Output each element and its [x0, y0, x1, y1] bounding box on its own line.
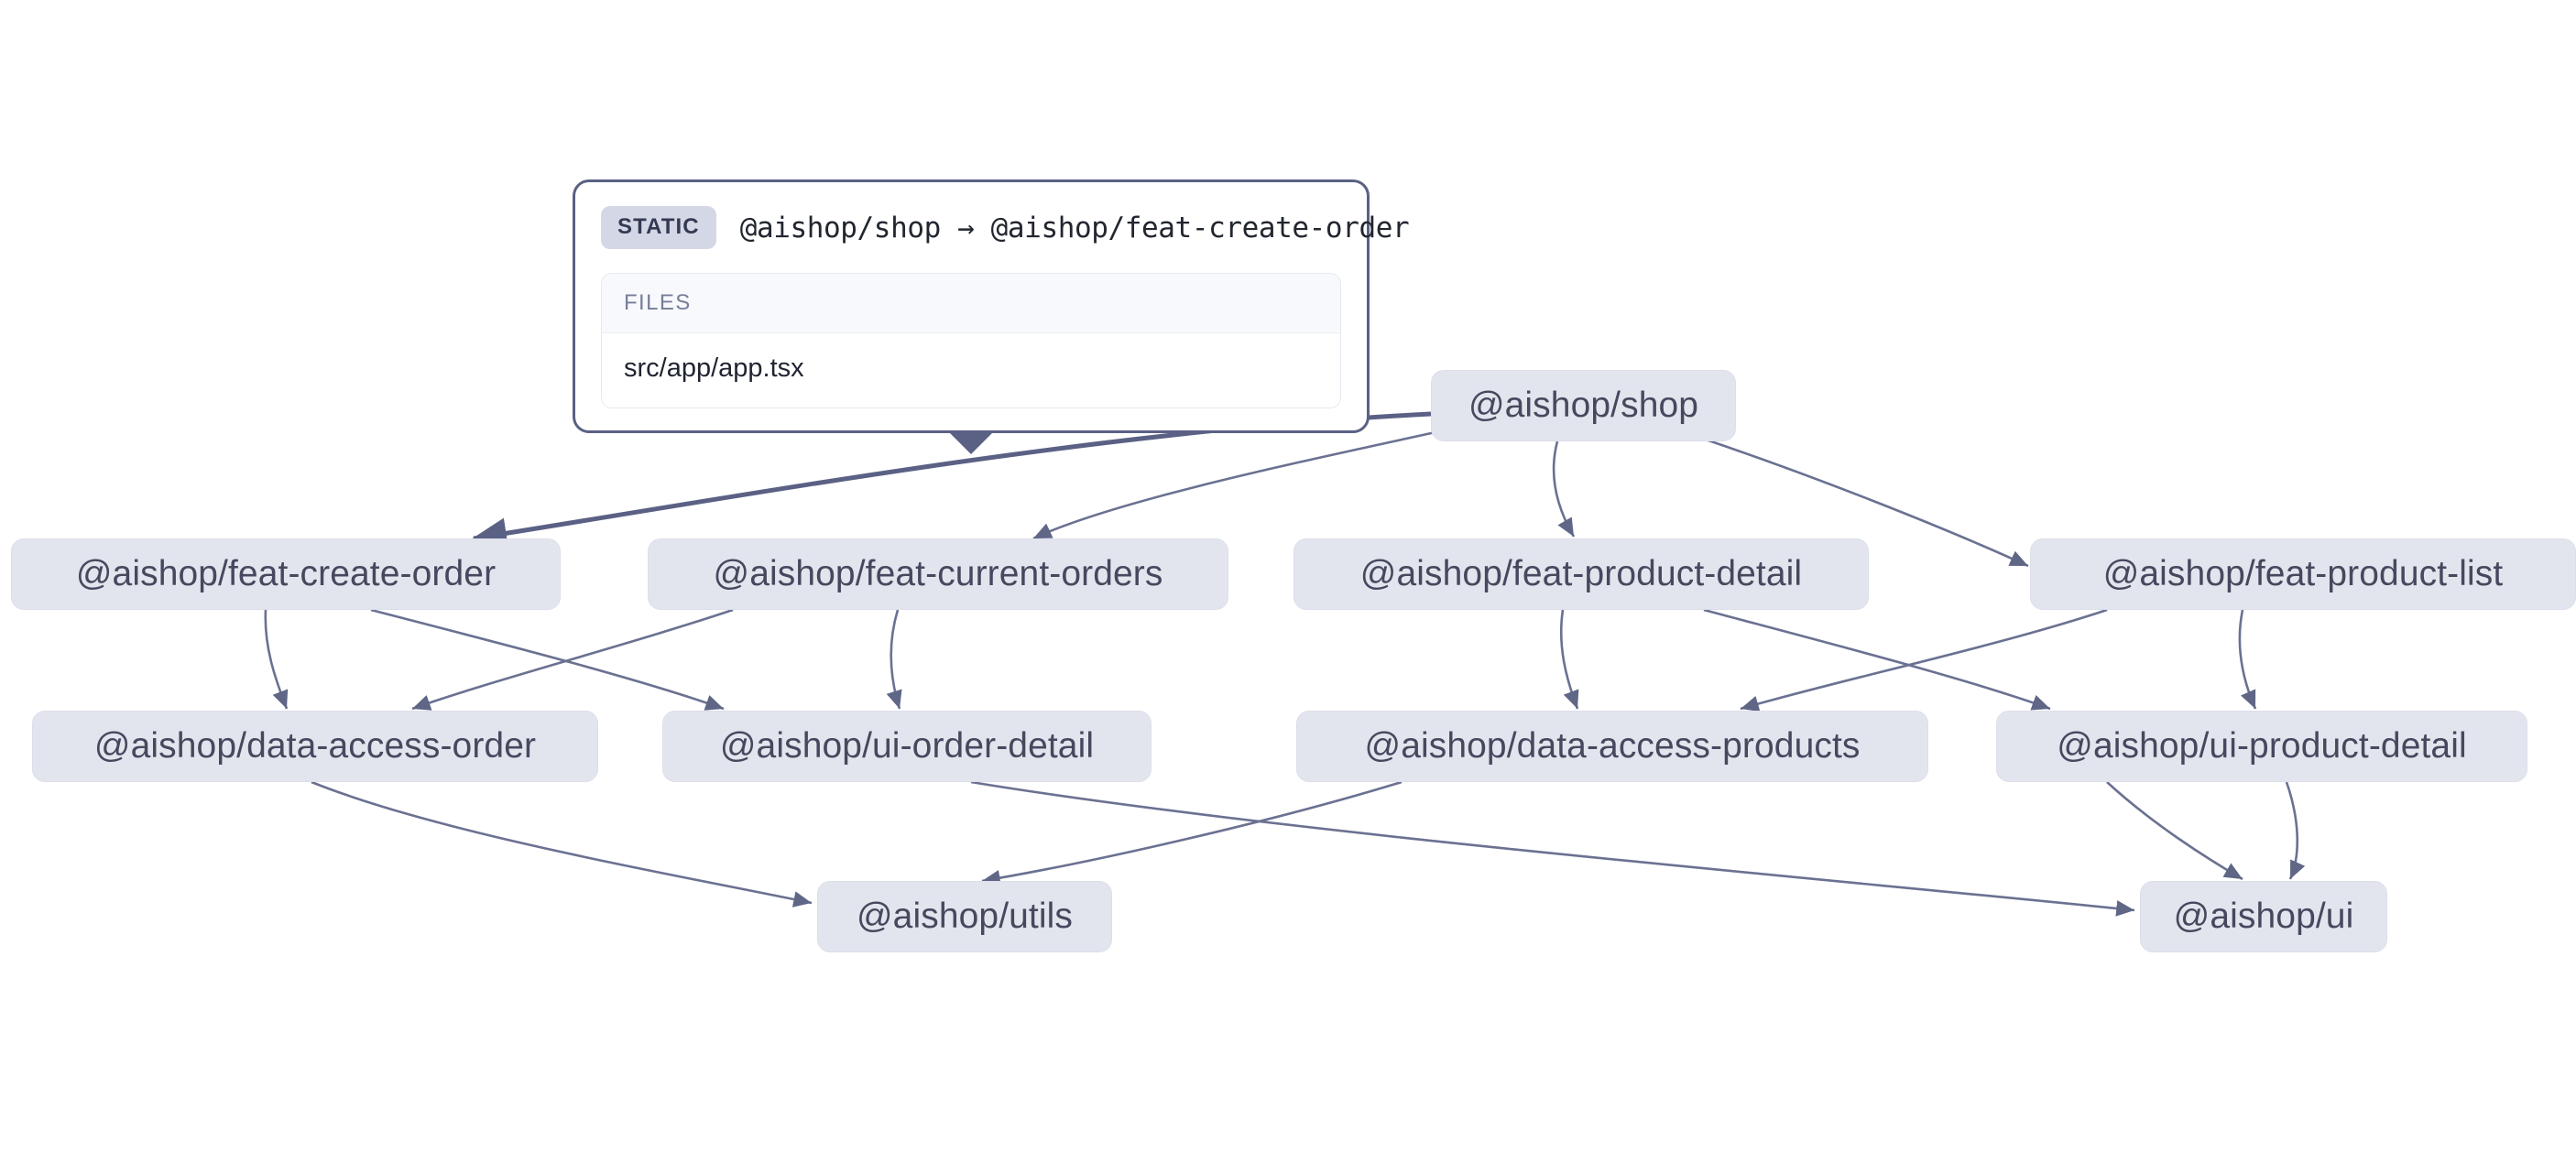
- edge-detail-tooltip: STATIC @aishop/shop → @aishop/feat-creat…: [573, 179, 1410, 454]
- node-label: @aishop/data-access-products: [1364, 726, 1861, 766]
- file-row[interactable]: src/app/app.tsx: [602, 333, 1340, 408]
- node-label: @aishop/data-access-order: [93, 726, 537, 766]
- graph-edge-feat-product-detail-to-ui-product-detail[interactable]: [1703, 608, 2051, 711]
- graph-edge-feat-product-list-to-ui-product-detail[interactable]: [2238, 609, 2257, 710]
- graph-edge-feat-current-orders-to-ui-order-detail[interactable]: [886, 609, 902, 710]
- graph-edge-feat-create-order-to-data-access-order[interactable]: [264, 609, 289, 710]
- graph-node-ui[interactable]: @aishop/ui: [2140, 881, 2387, 952]
- graph-node-feat-product-list[interactable]: @aishop/feat-product-list: [2030, 538, 2576, 610]
- graph-edge-feat-current-orders-to-data-access-order[interactable]: [411, 608, 734, 711]
- graph-node-ui-order-detail[interactable]: @aishop/ui-order-detail: [662, 711, 1152, 782]
- graph-edge-feat-product-list-to-data-access-products[interactable]: [1740, 608, 2108, 712]
- graph-edge-ui-product-detail-to-ui[interactable]: [2106, 781, 2243, 881]
- graph-edge-feat-create-order-to-ui-order-detail[interactable]: [370, 608, 725, 711]
- tooltip-title: @aishop/shop → @aishop/feat-create-order: [739, 211, 1410, 245]
- files-section-header: FILES: [602, 274, 1340, 333]
- node-label: @aishop/utils: [856, 897, 1073, 936]
- tooltip-header: STATIC @aishop/shop → @aishop/feat-creat…: [601, 206, 1410, 273]
- graph-node-shop[interactable]: @aishop/shop: [1431, 370, 1736, 441]
- graph-node-feat-product-detail[interactable]: @aishop/feat-product-detail: [1293, 538, 1869, 610]
- graph-edge-data-access-order-to-utils[interactable]: [311, 780, 813, 908]
- graph-edge-ui-product-detail-to-ui[interactable]: [2285, 781, 2306, 880]
- node-label: @aishop/ui-product-detail: [2057, 726, 2467, 766]
- node-label: @aishop/feat-product-detail: [1359, 554, 1803, 593]
- static-badge: STATIC: [601, 206, 716, 249]
- graph-edge-ui-order-detail-to-ui[interactable]: [970, 780, 2135, 917]
- graph-node-data-access-order[interactable]: @aishop/data-access-order: [32, 711, 598, 782]
- files-list: src/app/app.tsx: [602, 333, 1340, 408]
- graph-node-data-access-products[interactable]: @aishop/data-access-products: [1296, 711, 1928, 782]
- node-label: @aishop/ui-order-detail: [719, 726, 1095, 766]
- graph-node-feat-create-order[interactable]: @aishop/feat-create-order: [11, 538, 561, 610]
- graph-node-feat-current-orders[interactable]: @aishop/feat-current-orders: [648, 538, 1228, 610]
- graph-edge-shop-to-feat-current-orders[interactable]: [1032, 429, 1445, 540]
- node-label: @aishop/feat-create-order: [75, 554, 497, 593]
- graph-edge-feat-product-detail-to-data-access-products[interactable]: [1559, 609, 1579, 710]
- node-label: @aishop/feat-product-list: [2102, 554, 2504, 593]
- graph-edge-data-access-products-to-utils[interactable]: [981, 780, 1403, 886]
- graph-edge-shop-to-feat-product-detail[interactable]: [1552, 440, 1576, 538]
- graph-node-ui-product-detail[interactable]: @aishop/ui-product-detail: [1996, 711, 2527, 782]
- node-label: @aishop/shop: [1468, 386, 1699, 425]
- node-label: @aishop/ui: [2173, 897, 2354, 936]
- tooltip-pointer-icon: [947, 430, 995, 454]
- node-label: @aishop/feat-current-orders: [713, 554, 1163, 593]
- files-panel: FILES src/app/app.tsx: [601, 273, 1341, 408]
- graph-node-utils[interactable]: @aishop/utils: [817, 881, 1112, 952]
